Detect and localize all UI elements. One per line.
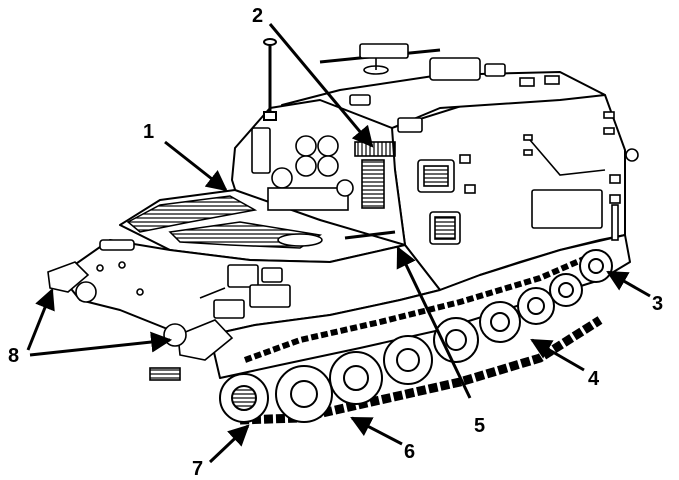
leader-6 bbox=[350, 416, 403, 446]
leader-1 bbox=[164, 140, 228, 192]
callout-2: 2 bbox=[252, 5, 263, 27]
lower-hull-side bbox=[209, 234, 631, 379]
callout-3: 3 bbox=[652, 293, 663, 315]
deck-grille bbox=[126, 195, 258, 233]
antenna bbox=[263, 38, 277, 121]
ammo-racks bbox=[251, 127, 396, 211]
callout-7: 7 bbox=[192, 458, 203, 480]
callout-5: 5 bbox=[474, 415, 485, 437]
callout-labels: 1 2 3 4 5 6 7 8 bbox=[8, 5, 663, 480]
turret-side-details bbox=[397, 111, 639, 245]
callout-8: 8 bbox=[8, 345, 19, 367]
leader-2 bbox=[268, 23, 374, 148]
callout-6: 6 bbox=[404, 441, 415, 463]
leader-5 bbox=[396, 246, 472, 399]
leader-8b bbox=[29, 331, 173, 357]
road-wheels bbox=[275, 273, 583, 423]
front-hull-details bbox=[47, 230, 396, 381]
leader-3 bbox=[606, 270, 651, 298]
callout-1: 1 bbox=[143, 121, 154, 143]
callout-leaders bbox=[26, 23, 651, 464]
leader-4 bbox=[530, 338, 585, 372]
roof-details bbox=[319, 43, 560, 106]
leader-8a bbox=[26, 288, 55, 351]
callout-4: 4 bbox=[588, 368, 600, 390]
track bbox=[219, 249, 613, 425]
leader-7 bbox=[208, 424, 250, 464]
